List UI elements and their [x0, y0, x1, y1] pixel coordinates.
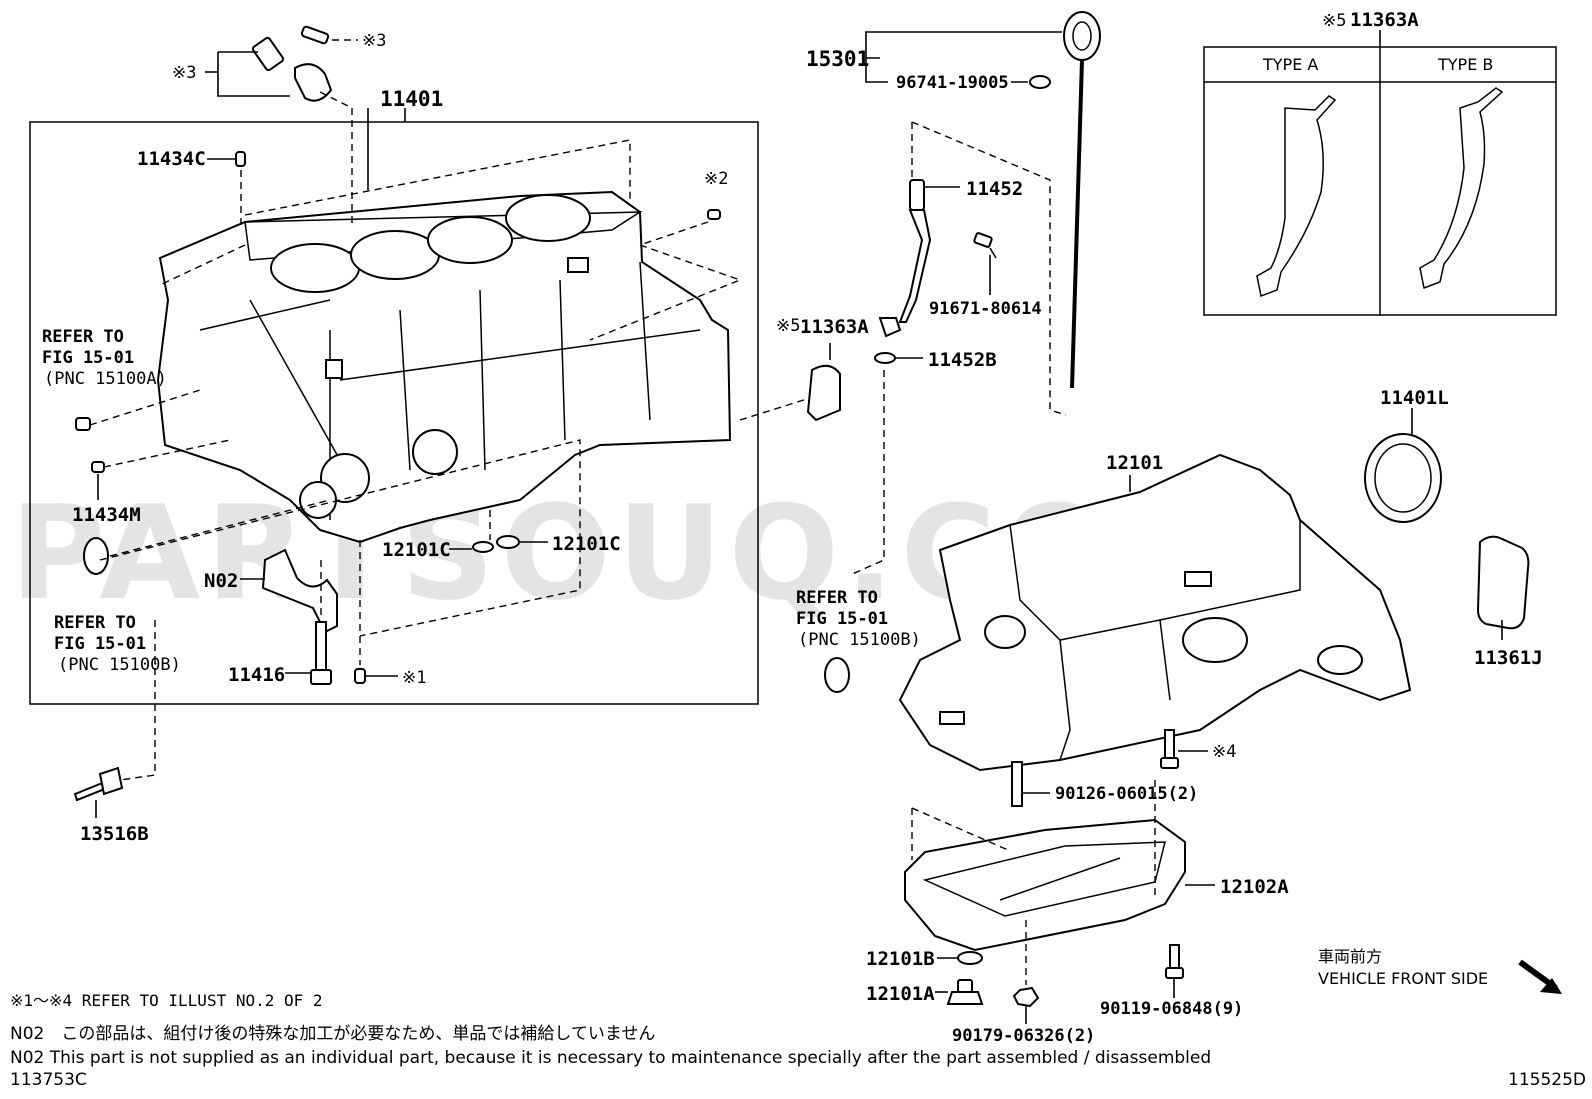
stud-90126[interactable] — [1011, 761, 1023, 807]
plug-mark1[interactable] — [354, 668, 366, 684]
mark-2: ※2 — [704, 169, 728, 189]
baffle-type-a — [1256, 95, 1337, 298]
label-11416: 11416 — [228, 664, 285, 686]
label-12101c-a: 12101C — [382, 539, 451, 561]
label-11452b: 11452B — [928, 349, 997, 371]
refer-a-line2: FIG 15-01 — [42, 348, 134, 368]
front-direction-arrow-icon — [1518, 959, 1562, 994]
oil-pan-lower[interactable] — [904, 818, 1186, 952]
label-15301: 15301 — [806, 47, 869, 71]
refer-b-line3: (PNC 15100B) — [58, 655, 181, 675]
label-11361j: 11361J — [1474, 647, 1543, 669]
label-12102a: 12102A — [1220, 876, 1289, 898]
bolt-mark4[interactable] — [1160, 729, 1179, 769]
note-n02-en: N02 This part is not supplied as an indi… — [10, 1048, 1211, 1068]
note-n02-jp: N02 この部品は、組付け後の特殊な加工が必要なため、単品では補給していません — [10, 1024, 655, 1044]
cover-11361j[interactable] — [1476, 535, 1530, 630]
bolt-11416[interactable] — [310, 621, 332, 685]
bolt-91671[interactable] — [973, 232, 997, 259]
bolt-90119[interactable] — [1165, 944, 1184, 979]
label-11434c: 11434C — [137, 148, 206, 170]
mark-4: ※4 — [1212, 742, 1236, 762]
label-12101c-b: 12101C — [552, 533, 621, 555]
pin-11434m[interactable] — [91, 461, 105, 473]
dipstick-guide[interactable] — [878, 179, 932, 338]
label-n02: N02 — [204, 570, 238, 592]
refer-b-line2: FIG 15-01 — [54, 634, 146, 654]
type-b-label: TYPE B — [1437, 55, 1493, 74]
code-right: 115525D — [1508, 1070, 1586, 1090]
dipstick-ring[interactable] — [1063, 11, 1101, 61]
type-a-label: TYPE A — [1262, 55, 1318, 74]
baffle-type-b — [1419, 87, 1504, 290]
mark-5b: ※5 — [1322, 11, 1346, 31]
o-ring-11452b[interactable] — [874, 352, 896, 364]
refer-b-line1: REFER TO — [54, 613, 136, 633]
label-13516b: 13516B — [80, 823, 149, 845]
drain-plug-12101a[interactable] — [946, 979, 984, 1005]
block-assembly-box — [29, 121, 759, 705]
label-11434m: 11434M — [72, 504, 141, 526]
baffle-11363a[interactable] — [806, 364, 841, 422]
label-90119: 90119-06848(9) — [1100, 999, 1243, 1019]
sensor-13516b[interactable] — [73, 766, 124, 802]
dowel-11434c[interactable] — [235, 151, 246, 167]
o-ring-12101c-a[interactable] — [472, 541, 494, 553]
o-ring-left[interactable] — [83, 537, 109, 575]
oil-pan-upper[interactable] — [898, 453, 1412, 772]
code-left: 113753C — [10, 1070, 87, 1090]
label-11363a: 11363A — [800, 316, 869, 338]
mark-3a: ※3 — [362, 31, 386, 51]
label-12101: 12101 — [1106, 452, 1163, 474]
note-illust: ※1～※4 REFER TO ILLUST NO.2 OF 2 — [10, 991, 323, 1010]
pin-mark2[interactable] — [707, 209, 721, 220]
refer-c-line1: REFER TO — [796, 588, 878, 608]
label-12101a: 12101A — [866, 983, 935, 1005]
label-11452: 11452 — [966, 178, 1023, 200]
refer-a-line3: (PNC 15100A) — [44, 369, 167, 389]
cylinder-block[interactable] — [156, 190, 732, 544]
label-11363a-top: 11363A — [1350, 9, 1419, 31]
plug-left[interactable] — [75, 417, 91, 431]
label-12101b: 12101B — [866, 948, 935, 970]
mark-1: ※1 — [402, 668, 426, 688]
mark-3b: ※3 — [172, 63, 196, 83]
o-ring-12101c-b[interactable] — [496, 535, 520, 549]
label-11401: 11401 — [380, 87, 443, 111]
o-ring-right[interactable] — [824, 657, 850, 693]
mark-5a: ※5 — [776, 316, 800, 336]
refer-a-line1: REFER TO — [42, 327, 124, 347]
oil-seal-11401l[interactable] — [1364, 433, 1442, 523]
label-90179: 90179-06326(2) — [952, 1026, 1095, 1046]
direction-jp: 車両前方 — [1318, 947, 1382, 966]
fitting-mark3[interactable] — [251, 25, 333, 102]
refer-c-line2: FIG 15-01 — [796, 609, 888, 629]
label-90126: 90126-06015(2) — [1055, 784, 1198, 804]
gasket-12101b[interactable] — [957, 951, 983, 965]
dipstick[interactable] — [1070, 59, 1084, 389]
label-11401l: 11401L — [1380, 387, 1449, 409]
nut-90179[interactable] — [1012, 986, 1040, 1008]
label-91671: 91671-80614 — [929, 299, 1042, 319]
refer-c-line3: (PNC 15100B) — [798, 630, 921, 650]
label-96741: 96741-19005 — [896, 73, 1009, 93]
o-ring-96741[interactable] — [1029, 75, 1051, 89]
direction-en: VEHICLE FRONT SIDE — [1318, 969, 1488, 988]
